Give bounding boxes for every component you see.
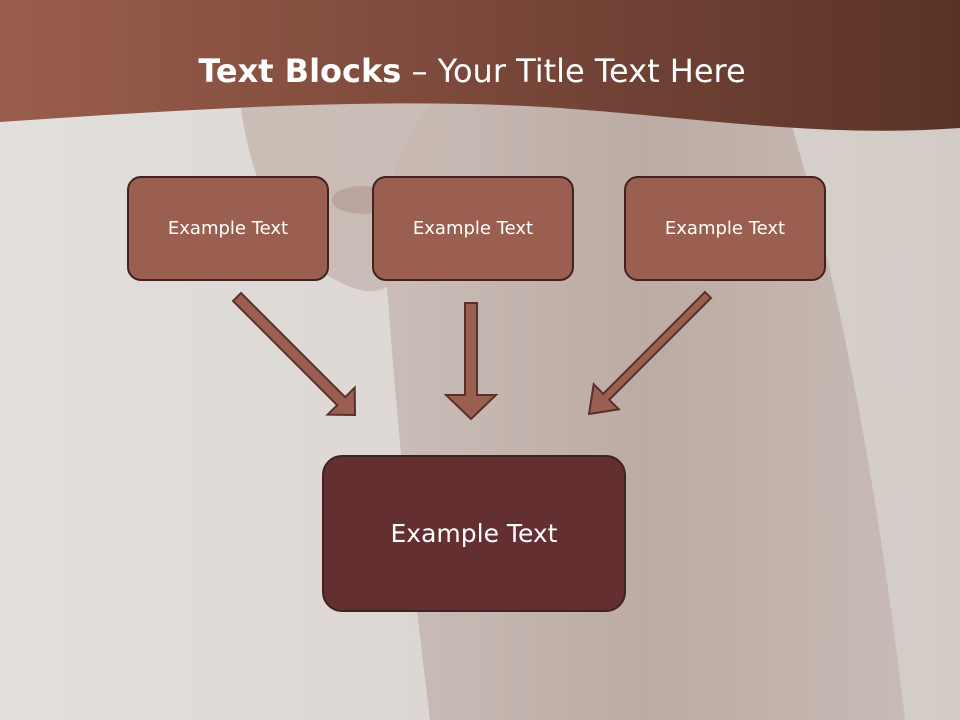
text-block-left: Example Text <box>127 176 329 281</box>
title-regular: Your Title Text Here <box>437 52 746 90</box>
title-bold: Text Blocks <box>198 52 402 90</box>
header-banner <box>0 0 960 131</box>
title-separator: – <box>401 52 438 90</box>
text-block-center: Example Text <box>372 176 574 281</box>
text-block-right: Example Text <box>624 176 826 281</box>
text-block-result: Example Text <box>322 455 626 612</box>
slide-title: Text Blocks – Your Title Text Here <box>0 52 944 90</box>
